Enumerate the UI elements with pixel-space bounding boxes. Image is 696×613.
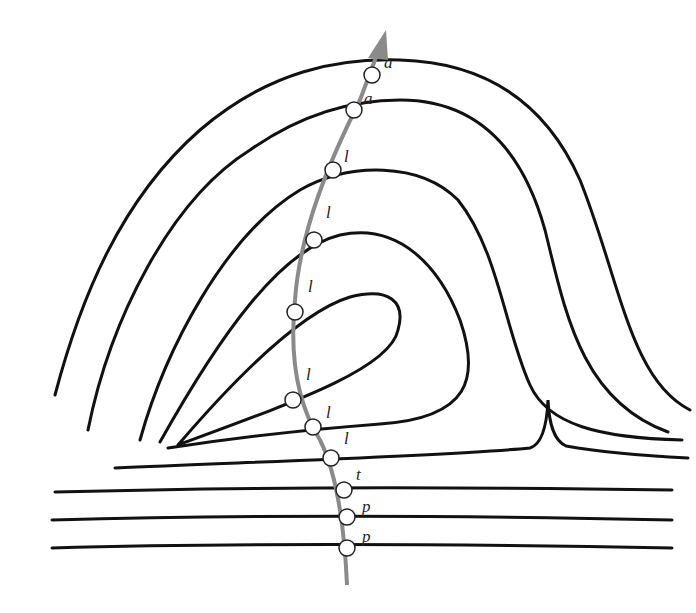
point-label: l (344, 148, 349, 165)
point-label: l (306, 366, 311, 383)
point-label: l (308, 278, 313, 295)
point-label: a (384, 54, 393, 71)
point-label: l (326, 404, 331, 421)
point-label: t (356, 466, 361, 483)
point-label: l (326, 204, 331, 221)
point-label: p (362, 498, 371, 515)
point-label: p (362, 528, 371, 545)
point-label: a (364, 90, 373, 107)
point-label: l (344, 430, 349, 447)
